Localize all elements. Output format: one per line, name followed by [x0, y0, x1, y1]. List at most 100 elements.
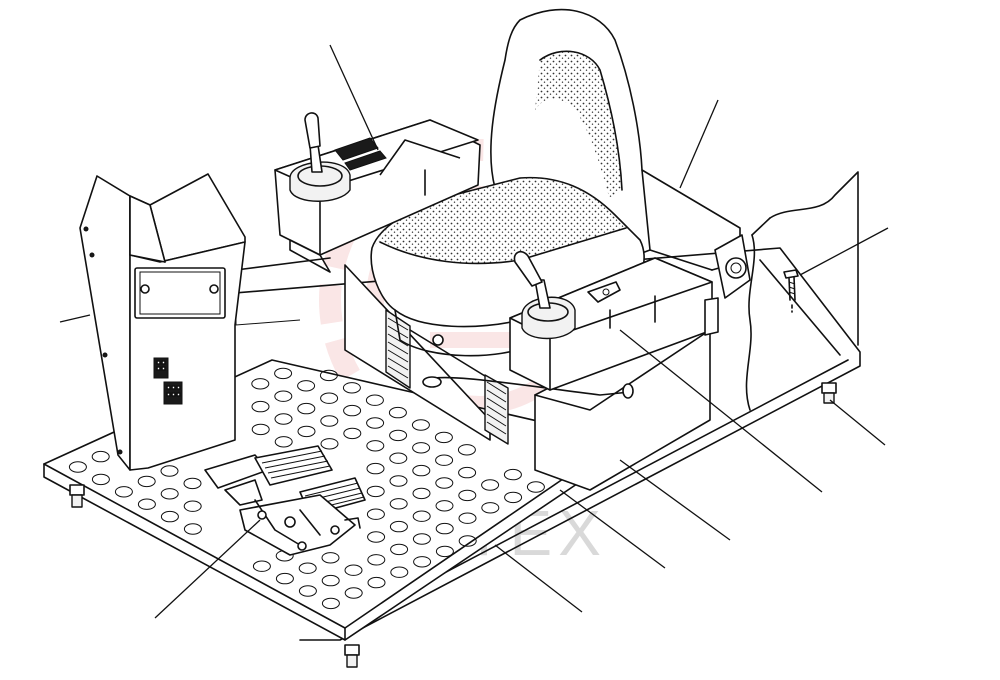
plate-hole [389, 452, 408, 464]
tower-connector-upper [153, 357, 169, 379]
plate-hole [160, 465, 179, 477]
plate-hole [344, 587, 363, 599]
callout-leaders [59, 44, 889, 619]
plate-hole [366, 508, 385, 520]
plate-hole [137, 475, 156, 488]
plate-hole [389, 498, 408, 510]
plate-hole [366, 417, 385, 429]
plate-hole [275, 572, 294, 585]
plate-hole [297, 425, 316, 438]
leader-pedals [154, 519, 261, 619]
right-joystick-grip [513, 250, 543, 287]
pedal-base-plate [239, 494, 356, 556]
plate-hole [435, 477, 454, 489]
plate-hole [183, 523, 202, 535]
plate-hole [389, 520, 408, 533]
plate-hole [366, 440, 385, 452]
plate-hole [503, 468, 522, 481]
plate-hole [274, 413, 293, 425]
leader-seat-base [619, 459, 731, 541]
plate-hole [320, 392, 339, 404]
plate-hole [274, 367, 293, 380]
plate-hole [137, 498, 156, 510]
leader-tower [59, 314, 91, 323]
plate-hole [458, 466, 477, 479]
right-joystick-boot [521, 296, 576, 340]
armrest-bracket [714, 234, 751, 299]
plate-hole [412, 442, 431, 454]
plate-hole [458, 512, 477, 524]
mounting-bolt [783, 269, 799, 313]
leader-bolt [799, 227, 889, 276]
plate-hole [319, 369, 338, 382]
plate-hole [343, 427, 362, 440]
plate-hole [344, 564, 363, 576]
plate-hole [321, 574, 340, 587]
plate-hole [458, 489, 477, 502]
plate-hole [411, 419, 430, 431]
base-frame [149, 247, 861, 641]
plate-hole [251, 423, 270, 436]
plate-hole [342, 382, 361, 394]
plate-hole [252, 560, 271, 572]
leveling-foot [821, 382, 837, 404]
plate-hole [160, 510, 179, 523]
plate-hole [481, 479, 500, 491]
tower-connector-lower [163, 381, 183, 405]
plate-hole [320, 438, 339, 450]
plate-hole [160, 488, 179, 500]
foot-pedals [204, 445, 366, 556]
plate-hole [366, 462, 385, 475]
left-joystick-console [274, 112, 481, 273]
plate-hole [91, 473, 110, 486]
plate-holes [68, 367, 545, 610]
plate-hole [413, 556, 432, 568]
plate-hole [389, 475, 408, 487]
right-joystick-console [509, 250, 719, 391]
plate-hole [114, 486, 133, 498]
rear-panel [745, 171, 859, 411]
plate-hole [435, 500, 454, 512]
plate-hole [526, 481, 545, 493]
plate-hole [412, 487, 431, 500]
plate-hole [458, 535, 477, 547]
plate-hole [434, 431, 453, 444]
left-console-button-grid [334, 137, 387, 171]
leveling-foot [344, 644, 360, 668]
plate-hole [183, 477, 202, 490]
plate-hole [320, 415, 339, 427]
leader-right-console [619, 329, 823, 493]
plate-hole [390, 566, 409, 578]
plate-hole [343, 404, 362, 417]
plate-hole [274, 390, 293, 402]
leader-seat-back [679, 99, 719, 189]
leveling-feet [69, 382, 837, 668]
plate-hole [390, 543, 409, 556]
leader-left-console [329, 44, 379, 151]
plate-hole [321, 552, 340, 564]
plate-hole [481, 502, 500, 514]
plate-hole [389, 429, 408, 442]
plate-hole [297, 380, 316, 392]
control-tower [79, 173, 246, 471]
plate-hole [183, 500, 202, 512]
plate-hole [412, 510, 431, 522]
plate-hole [367, 554, 386, 566]
plate-hole [412, 464, 431, 477]
plate-hole [68, 461, 87, 473]
left-joystick-boot [289, 161, 351, 202]
plate-hole [457, 444, 476, 456]
leader-foot [829, 399, 886, 446]
plate-hole [91, 450, 110, 463]
plate-hole [435, 454, 454, 466]
plate-hole [435, 522, 454, 535]
plate-hole [298, 562, 317, 574]
plate-hole [321, 597, 340, 610]
leveling-foot [69, 484, 85, 508]
plate-hole [367, 531, 386, 543]
plate-hole [274, 436, 293, 448]
pedal-right-treads [304, 482, 365, 511]
operator-seat-cushion [370, 176, 645, 357]
